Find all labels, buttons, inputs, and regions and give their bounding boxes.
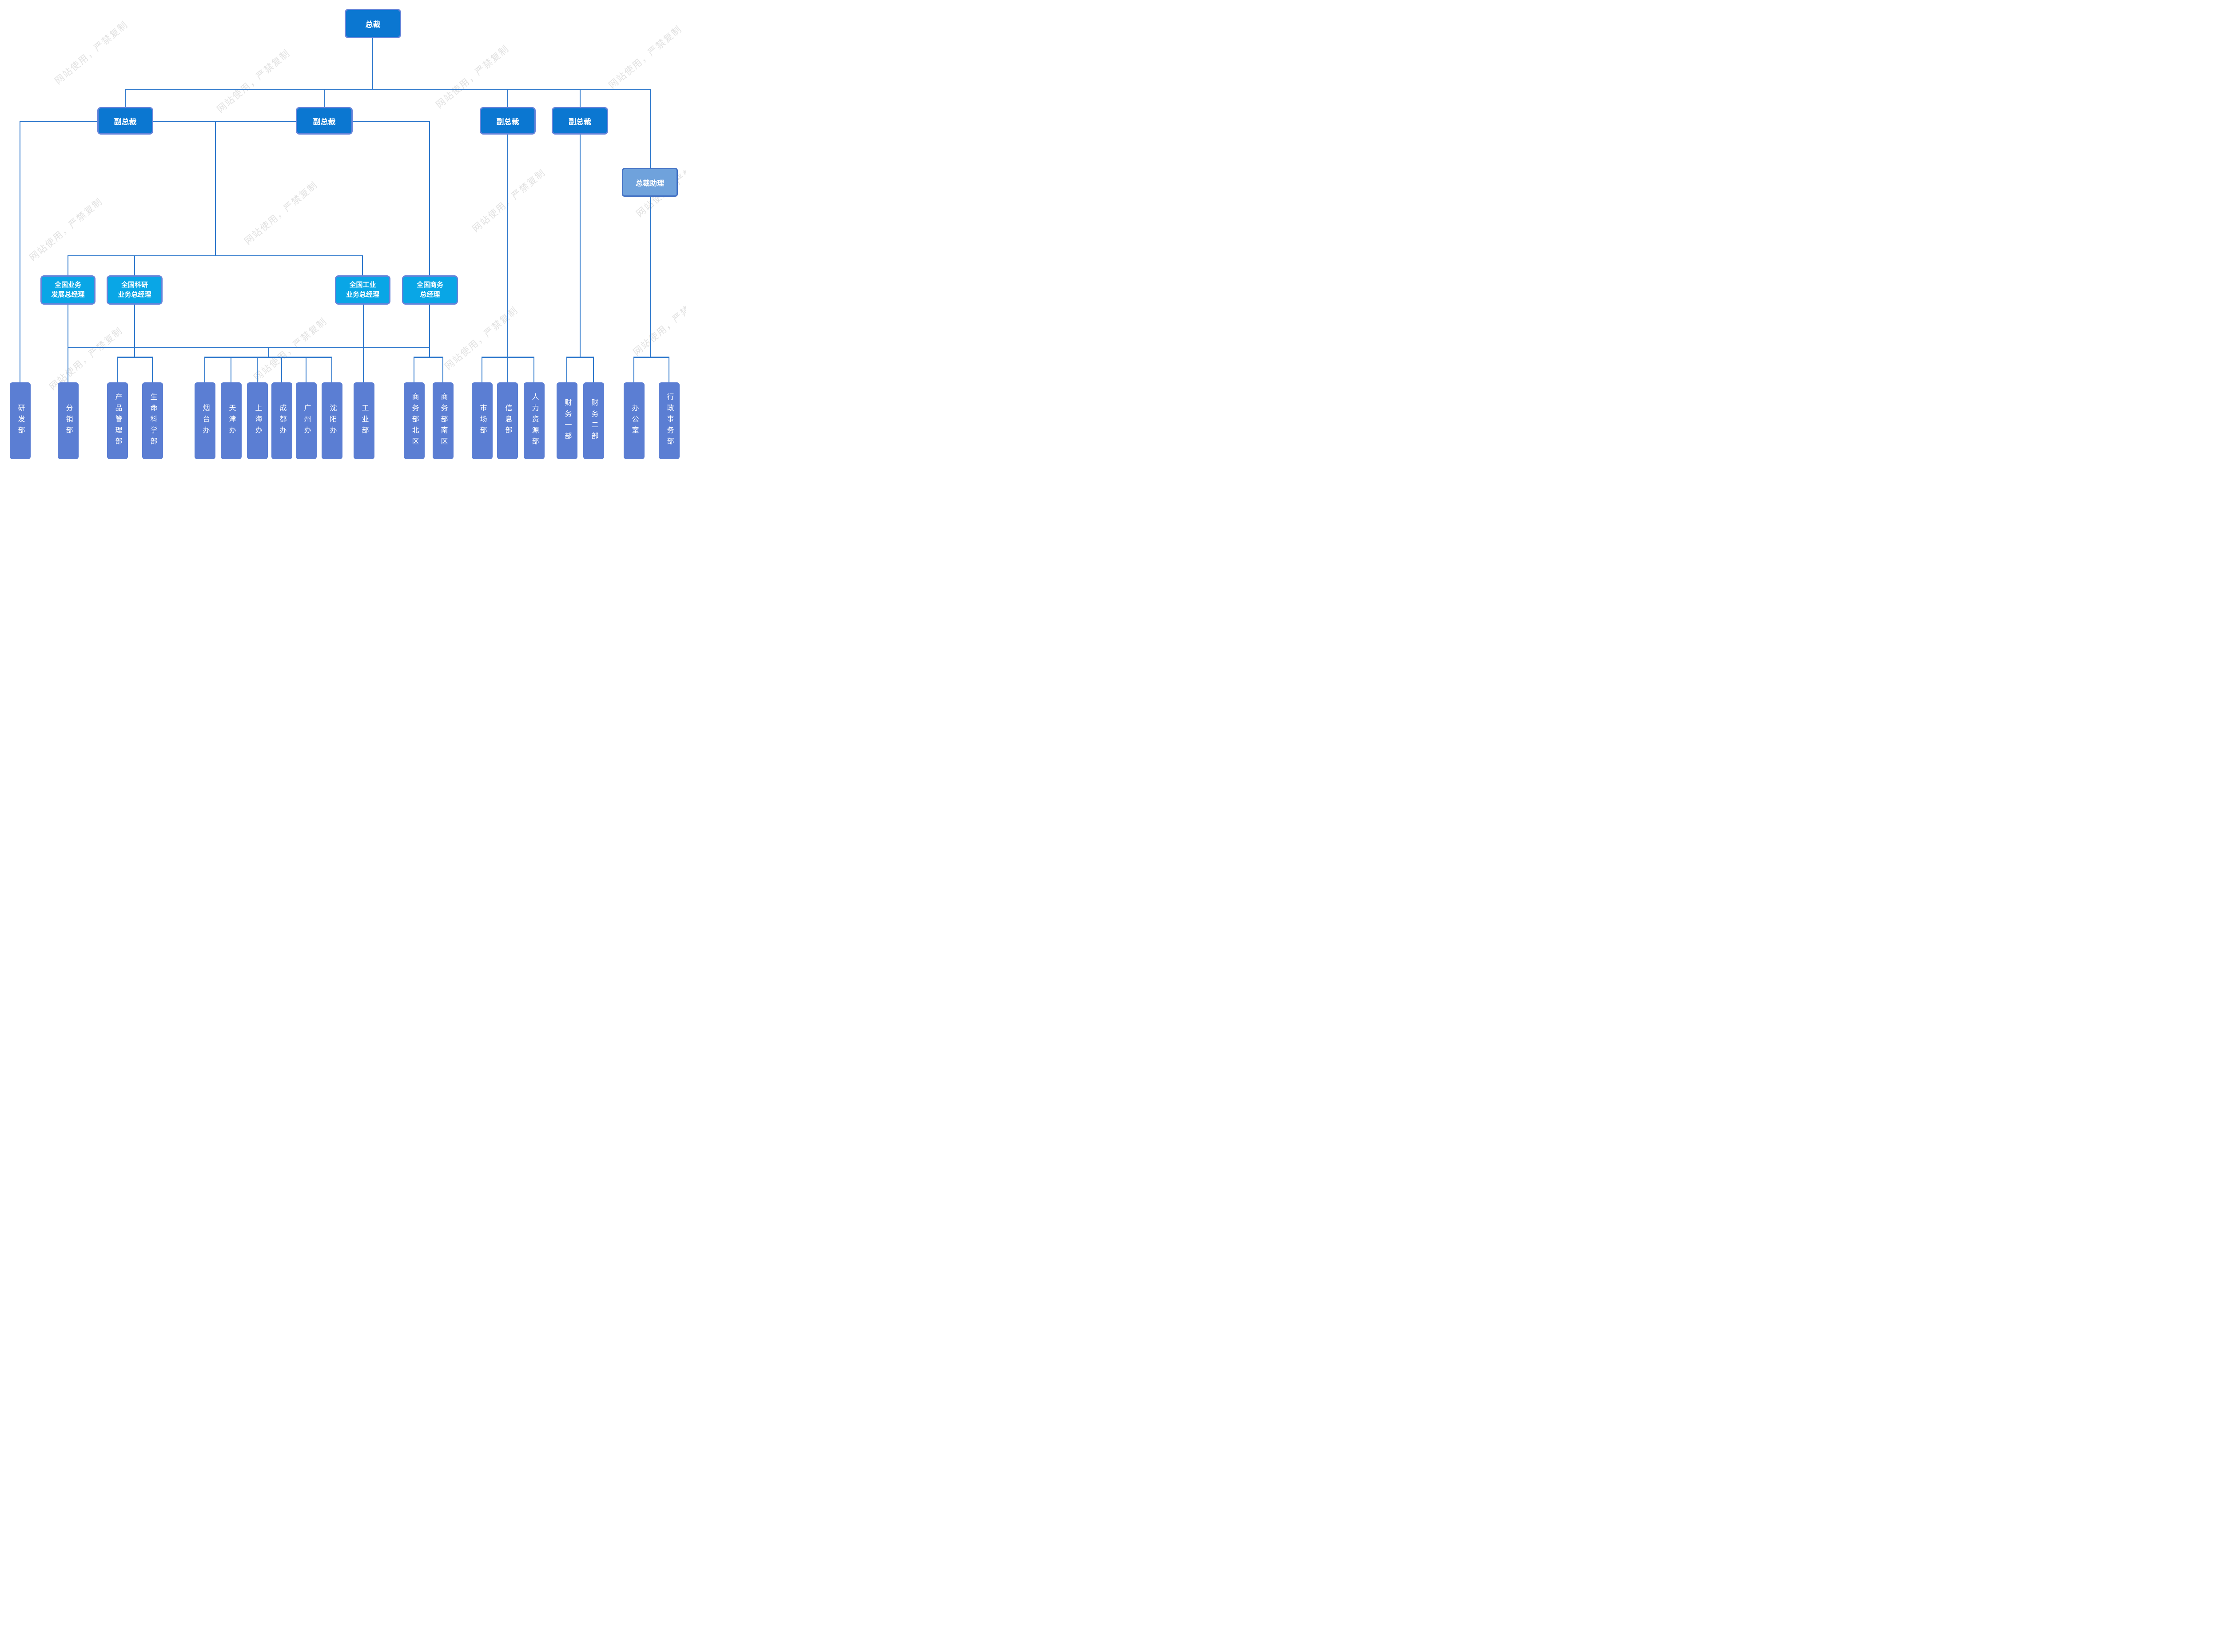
watermark-text: 网站使用，严禁复制	[434, 43, 511, 111]
watermark-text: 网站使用，严禁复制	[215, 48, 292, 115]
node-admin-affairs-dept: 行政事务部	[659, 382, 680, 459]
node-finance-dept-1: 财务一部	[557, 382, 577, 459]
connector-assistant-line	[650, 89, 651, 357]
connector-product-drop	[117, 357, 118, 382]
connector-offices-feed	[268, 347, 269, 357]
connector-product-bracket	[117, 357, 153, 358]
connector-lifescience-drop	[152, 357, 153, 382]
node-shanghai-office: 上海办	[247, 382, 268, 459]
node-yantai-office: 烟台办	[195, 382, 215, 459]
connector-office-drop	[633, 357, 634, 382]
node-gm-national-industrial: 全国工业 业务总经理	[335, 275, 390, 305]
node-commerce-dept-south: 商务部南区	[433, 382, 454, 459]
connector-chengdu-drop	[281, 357, 282, 382]
node-vice-president-4: 副总裁	[552, 107, 608, 135]
node-vice-president-1: 副总裁	[97, 107, 153, 135]
connector-shenyang-drop	[331, 357, 332, 382]
connector-vp2-drop	[324, 89, 325, 107]
connector-vp3-drop	[507, 89, 508, 107]
connector-vp4-down	[580, 135, 581, 357]
node-distribution-dept: 分销部	[58, 382, 79, 459]
connector-president-drop	[372, 38, 373, 89]
watermark-text: 网站使用，严禁复制	[631, 290, 686, 358]
connector-commerce-south-drop	[442, 357, 443, 382]
connector-gm4-down	[429, 304, 430, 357]
connector-gm3-drop	[362, 255, 363, 275]
org-chart-canvas: 网站使用，严禁复制 网站使用，严禁复制 网站使用，严禁复制 网站使用，严禁复制 …	[0, 0, 686, 466]
node-research-dev-dept: 研发部	[10, 382, 31, 459]
watermark-text: 网站使用，严禁复制	[252, 316, 329, 383]
connector-vp3-down	[507, 135, 508, 382]
connector-gm2-down	[134, 304, 135, 357]
connector-top-bus	[125, 89, 650, 90]
connector-industrial-drop	[363, 304, 364, 382]
connector-office-bracket	[634, 357, 669, 358]
node-life-science-dept: 生命科学部	[142, 382, 163, 459]
watermark-text: 网站使用，严禁复制	[53, 19, 130, 87]
node-information-dept: 信息部	[497, 382, 518, 459]
node-president-assistant: 总裁助理	[622, 168, 678, 197]
connector-gm-feed	[215, 121, 216, 255]
node-guangzhou-office: 广州办	[296, 382, 317, 459]
watermark-text: 网站使用，严禁复制	[470, 167, 548, 234]
connector-finance-bracket	[567, 357, 594, 358]
connector-gm-line	[68, 255, 362, 256]
node-marketing-dept: 市场部	[472, 382, 493, 459]
node-general-office: 办公室	[624, 382, 645, 459]
connector-commerce-gm-elbow	[429, 121, 430, 275]
node-gm-national-research: 全国科研 业务总经理	[107, 275, 163, 305]
connector-hr-drop	[533, 357, 534, 382]
connector-gm2-drop	[134, 255, 135, 275]
connector-commerce-bracket	[414, 357, 443, 358]
connector-vp3-bracket	[482, 357, 534, 358]
connector-shared-bus	[68, 347, 430, 348]
node-vice-president-2: 副总裁	[296, 107, 353, 135]
connector-vp-mid-line	[20, 121, 430, 122]
node-commerce-dept-north: 商务部北区	[404, 382, 425, 459]
node-finance-dept-2: 财务二部	[583, 382, 604, 459]
node-vice-president-3: 副总裁	[480, 107, 536, 135]
node-product-mgmt-dept: 产品管理部	[107, 382, 128, 459]
connector-yantai-drop	[204, 357, 205, 382]
node-tianjin-office: 天津办	[221, 382, 242, 459]
watermark-text: 网站使用，严禁复制	[243, 179, 320, 247]
node-president: 总裁	[345, 9, 401, 38]
node-industrial-dept: 工业部	[354, 382, 374, 459]
node-chengdu-office: 成都办	[271, 382, 292, 459]
connector-offices-bracket	[205, 357, 332, 358]
watermark-text: 网站使用，严禁复制	[443, 305, 520, 372]
connector-finance1-drop	[566, 357, 567, 382]
connector-shanghai-drop	[257, 357, 258, 382]
node-hr-dept: 人力资源部	[524, 382, 545, 459]
watermark-text: 网站使用，严禁复制	[28, 196, 105, 263]
node-gm-national-commerce: 全国商务 总经理	[402, 275, 458, 305]
node-gm-national-business-development: 全国业务 发展总经理	[40, 275, 96, 305]
node-shenyang-office: 沈阳办	[322, 382, 342, 459]
watermark-text: 网站使用，严禁复制	[607, 24, 684, 91]
connector-finance2-drop	[593, 357, 594, 382]
connector-vp4-drop	[580, 89, 581, 107]
connector-vp1-drop	[125, 89, 126, 107]
